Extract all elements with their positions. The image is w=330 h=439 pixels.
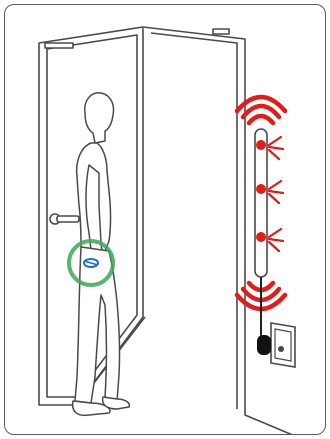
detector-pole-icon: [255, 129, 283, 277]
detector-pole: [255, 129, 267, 277]
alarm-light-3: [256, 232, 266, 242]
alarm-light-1: [256, 140, 266, 150]
power-plug: [257, 335, 271, 355]
hinge-right: [213, 29, 229, 34]
illustration-frame: [4, 4, 326, 435]
person-foot-right: [103, 397, 130, 409]
alarm-rays: [269, 137, 283, 251]
door-frame-right: [143, 27, 295, 435]
alarm-light-2: [256, 184, 266, 194]
hinge-top: [45, 43, 73, 48]
door-handle-icon: [50, 214, 79, 224]
signal-wave-top-1: [249, 116, 273, 123]
door-alarm-illustration: [5, 5, 326, 435]
